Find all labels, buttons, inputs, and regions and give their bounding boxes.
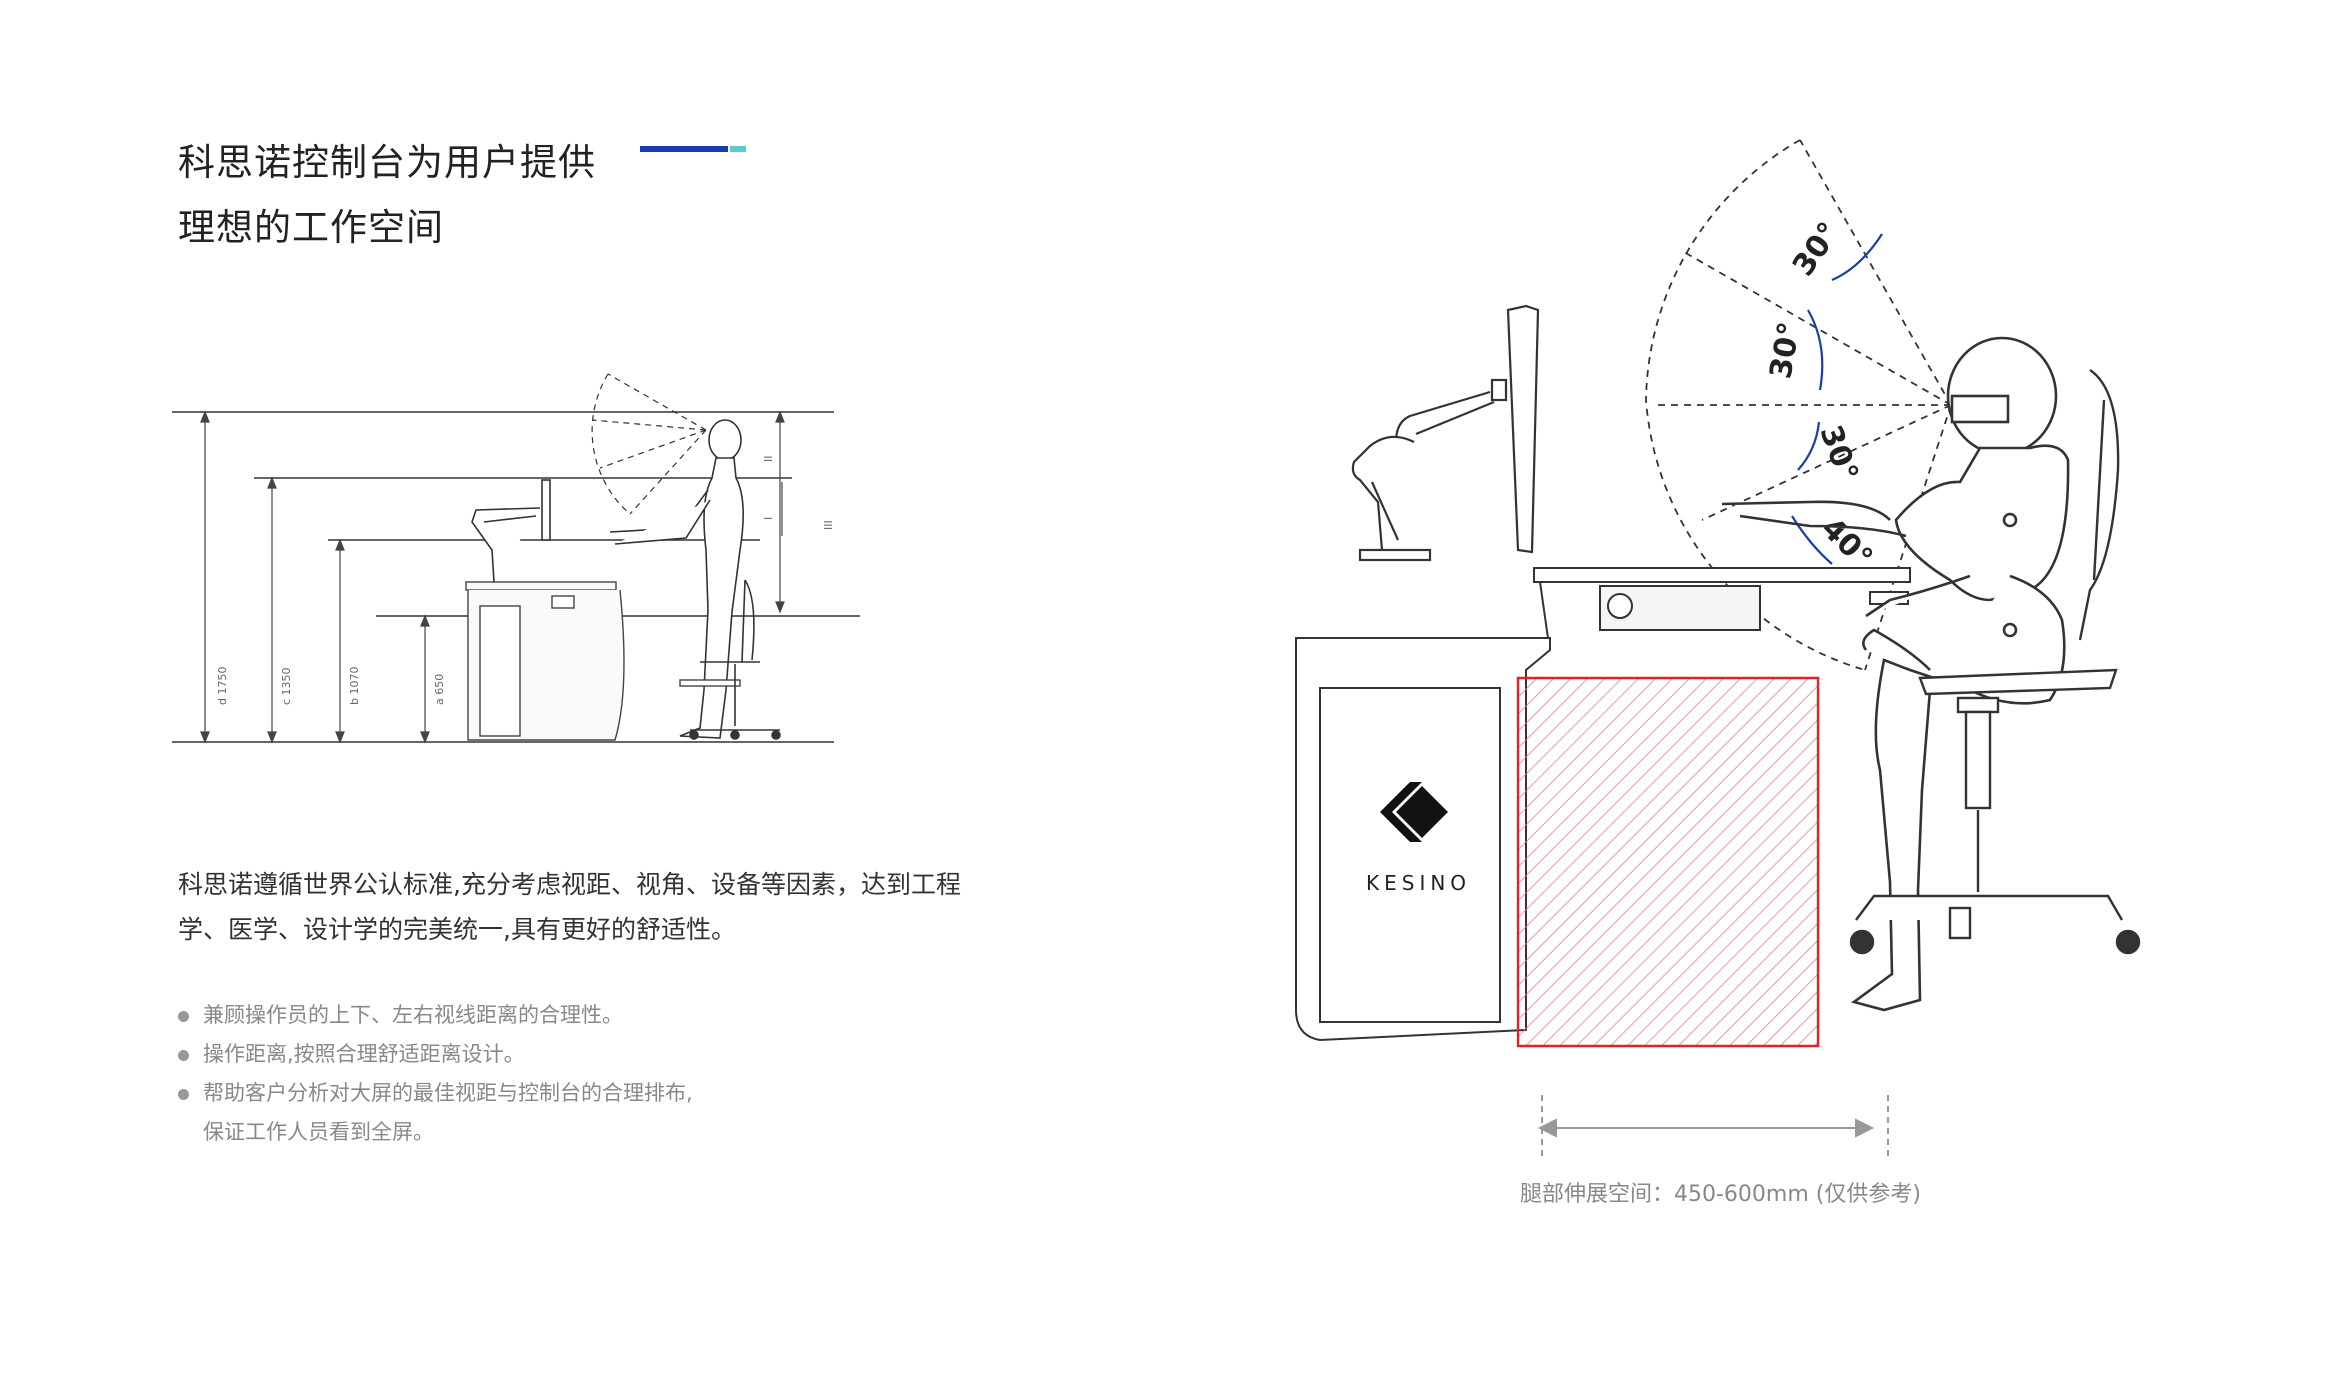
zone-label-i: I [762,517,775,520]
list-item: 帮助客户分析对大屏的最佳视距与控制台的合理排布, [178,1074,693,1113]
bullet-text: 帮助客户分析对大屏的最佳视距与控制台的合理排布, [203,1081,693,1105]
bullet-text: 兼顾操作员的上下、左右视线距离的合理性。 [203,1003,623,1027]
dim-label-a: a 650 [433,674,446,705]
zone-label-ii: II [762,456,775,463]
angle-label-mid-lower: 30° [1812,421,1864,486]
list-item: 操作距离,按照合理舒适距离设计。 [178,1035,693,1074]
legroom-outline [1516,676,1820,1048]
dim-label-b: b 1070 [348,667,361,705]
title-accent-bar-secondary [730,146,746,152]
monitor-with-arm [1351,304,1540,562]
chair-figure [1849,369,2141,955]
intro-line-2: 学、医学、设计学的完美统一,具有更好的舒适性。 [178,915,736,944]
angle-label-mid-upper: 30° [1763,319,1807,381]
intro-paragraph: 科思诺遵循世界公认标准,充分考虑视距、视角、设备等因素，达到工程 学、医学、设计… [178,862,961,952]
small-console-desk [465,581,741,741]
zone-label-iii: III [822,520,835,530]
viewing-angle-fan [1645,139,1952,671]
brand-wordmark: KESINO [1366,871,1471,895]
angle-arrows [1791,233,1883,565]
bullet-text-continuation: 保证工作人员看到全屏。 [203,1120,434,1144]
kesino-logo-icon [1380,782,1448,842]
dim-label-c: c 1350 [280,667,293,705]
bullet-dot-icon [178,1089,189,1100]
small-chair-figure [689,579,781,740]
page-title-line-1: 科思诺控制台为用户提供 [178,141,596,184]
legroom-hatch-area [1518,678,1818,1046]
small-monitor-arm [471,479,551,583]
intro-line-1: 科思诺遵循世界公认标准,充分考虑视距、视角、设备等因素，达到工程 [178,870,961,899]
bullet-dot-icon [178,1050,189,1061]
seated-operator-diagram: 30° 30° 30° 40° KESINO [1295,139,2141,1160]
list-item: 兼顾操作员的上下、左右视线距离的合理性。 [178,996,693,1035]
legroom-dimension-arrow [1537,1095,1889,1160]
height-standards-diagram: d 1750 c 1350 b 1070 a 650 II I III [172,373,860,744]
angle-label-upper: 30° [1786,216,1847,283]
legroom-caption: 腿部伸展空间：450-600mm (仅供参考) [1520,1182,1921,1207]
console-desk [1295,567,1911,1042]
angle-label-lower: 40° [1814,511,1879,576]
title-accent-bar [640,146,728,152]
sight-cone-small [591,373,707,515]
standing-person-figure [609,419,744,739]
feature-bullet-list: 兼顾操作员的上下、左右视线距离的合理性。 操作距离,按照合理舒适距离设计。 帮助… [178,996,693,1152]
dim-label-d: d 1750 [216,667,229,705]
bullet-text: 操作距离,按照合理舒适距离设计。 [203,1042,525,1066]
page-title-line-2: 理想的工作空间 [178,206,444,249]
bullet-dot-icon [178,1011,189,1022]
